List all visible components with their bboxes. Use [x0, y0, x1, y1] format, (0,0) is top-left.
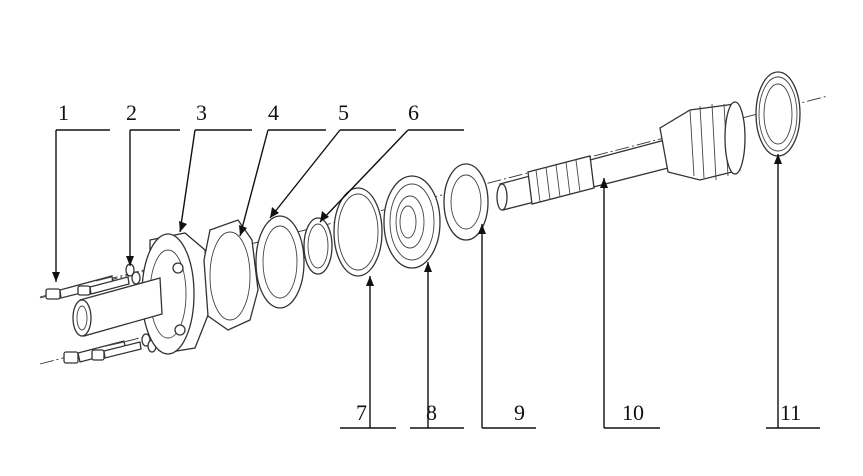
label-1: 1: [58, 100, 69, 125]
leader-8: [410, 262, 464, 429]
leader-lines-top: [52, 129, 464, 282]
bolt-upper-2: [77, 276, 130, 296]
label-6: 6: [408, 100, 419, 125]
arrow-3: [179, 221, 187, 232]
retaining-ring: [333, 187, 383, 277]
label-7: 7: [356, 400, 367, 425]
leader-2: [129, 129, 180, 266]
leader-1: [55, 129, 110, 282]
arrow-9: [478, 224, 486, 234]
label-4: 4: [268, 100, 279, 125]
arrow-7: [366, 276, 374, 286]
label-10: 10: [622, 400, 644, 425]
bolt-lower-2: [91, 341, 142, 361]
arrow-11: [774, 154, 782, 164]
leader-4: [239, 129, 326, 237]
seal-ring: [255, 215, 305, 309]
leader-lines-bottom: [340, 154, 820, 429]
leader-6: [319, 129, 464, 223]
arrow-2: [126, 256, 134, 266]
label-3: 3: [196, 100, 207, 125]
arrow-4: [239, 225, 247, 236]
thrust-washer: [443, 163, 489, 241]
arrow-1: [52, 272, 60, 282]
arrow-8: [424, 262, 432, 272]
leader-10: [603, 178, 660, 429]
leader-3: [179, 129, 252, 233]
leader-5: [269, 129, 396, 219]
label-2: 2: [126, 100, 137, 125]
label-8: 8: [426, 400, 437, 425]
bearing: [383, 175, 441, 269]
input-shaft: [496, 101, 746, 211]
leader-7: [340, 276, 396, 429]
label-5: 5: [338, 100, 349, 125]
arrow-5: [270, 207, 279, 218]
synchronizer-ring: [755, 71, 801, 157]
labels: 1 2 3 4 5 6 7 8 9 10 11: [58, 100, 801, 425]
arrow-10: [600, 178, 608, 188]
flange-housing: [72, 232, 211, 355]
leader-11: [766, 154, 820, 429]
label-11: 11: [780, 400, 801, 425]
label-9: 9: [514, 400, 525, 425]
bolts-group: [45, 275, 142, 364]
arrow-6: [320, 211, 329, 222]
snap-ring-small: [303, 217, 333, 275]
gasket: [203, 219, 259, 331]
leader-9: [481, 224, 536, 429]
